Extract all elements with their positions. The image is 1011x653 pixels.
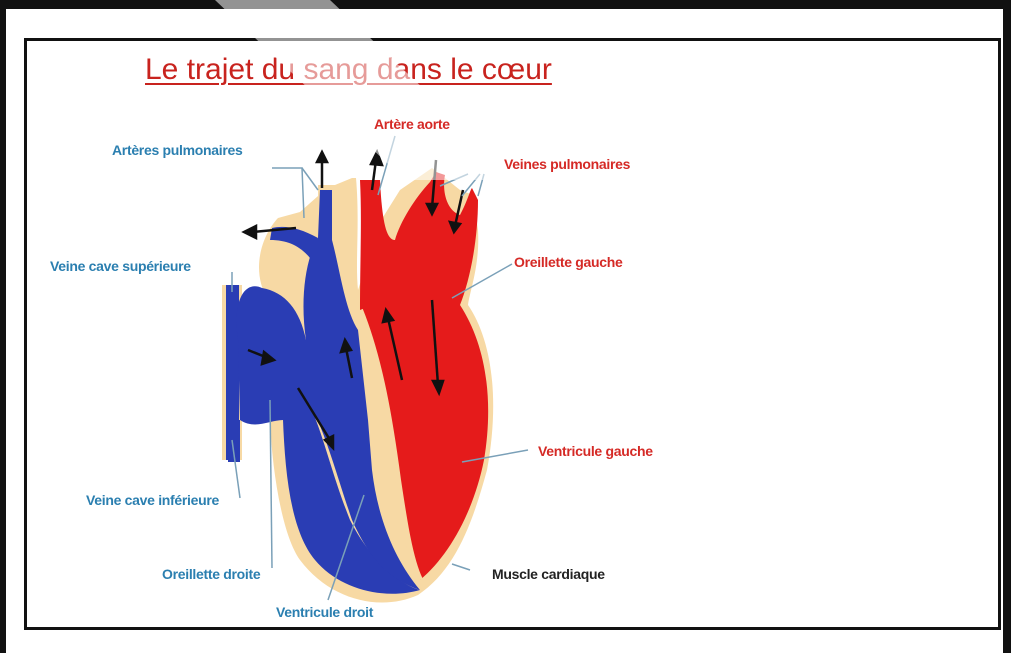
label-muscle-cardiaque: Muscle cardiaque bbox=[492, 566, 605, 582]
label-arteres-pulmonaires: Artères pulmonaires bbox=[112, 142, 242, 158]
label-veine-cave-superieure: Veine cave supérieure bbox=[50, 258, 191, 274]
label-veines-pulmonaires: Veines pulmonaires bbox=[504, 156, 630, 172]
label-ventricule-gauche: Ventricule gauche bbox=[538, 443, 653, 459]
label-ventricule-droit: Ventricule droit bbox=[276, 604, 373, 620]
label-oreillette-droite: Oreillette droite bbox=[162, 566, 260, 582]
label-veine-cave-inferieure: Veine cave inférieure bbox=[86, 492, 219, 508]
label-oreillette-gauche: Oreillette gauche bbox=[514, 254, 623, 270]
label-artere-aorte: Artère aorte bbox=[374, 116, 450, 132]
